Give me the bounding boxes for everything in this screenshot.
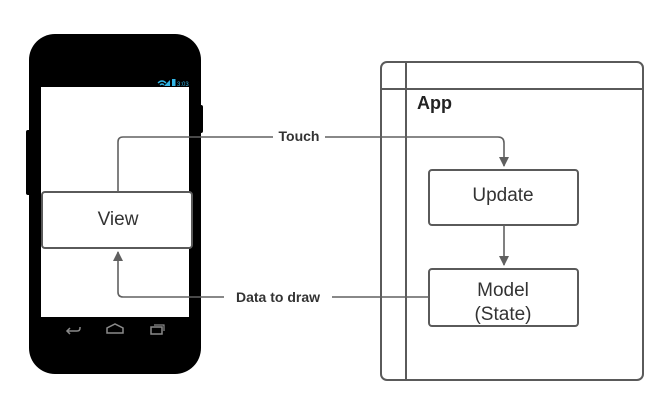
home-icon [106,323,124,334]
recent-apps-icon [150,324,165,335]
data-to-draw-label: Data to draw [236,289,320,305]
model-state-label: (State) [474,304,531,325]
update-label: Update [472,185,533,206]
app-container: App [380,61,644,381]
nav-bar [65,323,165,335]
data-to-draw-arrow: Data to draw [113,251,429,305]
model-label: Model [477,280,529,301]
back-icon [65,327,81,335]
app-title: App [417,93,452,113]
touch-arrow: Touch [117,127,509,192]
status-time: 3:03 [177,82,189,88]
view-box: View [41,191,193,249]
signal-icon [164,80,170,86]
battery-icon [172,79,176,86]
status-bar: 3:03 [157,79,189,88]
touch-label: Touch [279,128,320,144]
model-box: Model (State) [428,268,579,327]
wifi-icon [157,80,167,86]
view-label: View [98,209,139,230]
update-box: Update [428,169,579,226]
